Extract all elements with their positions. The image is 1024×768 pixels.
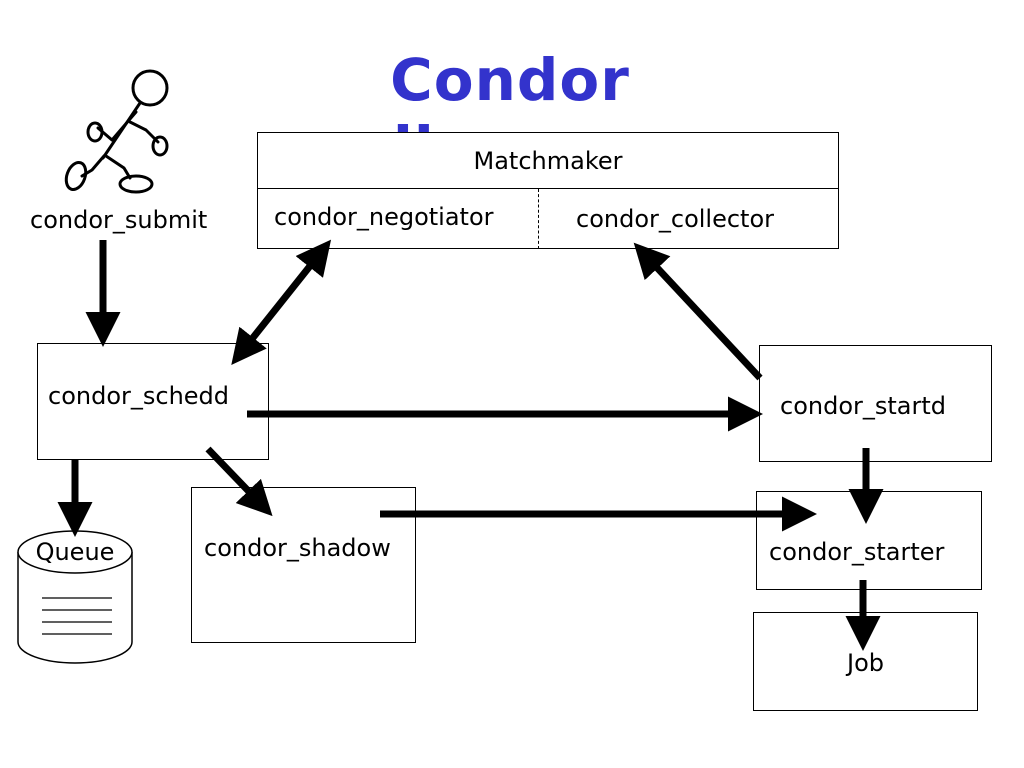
arrow-schedd-negotiator bbox=[231, 239, 332, 365]
condor-startd-box: condor_startd bbox=[759, 345, 992, 462]
matchmaker-divider bbox=[258, 188, 838, 189]
condor-shadow-label: condor_shadow bbox=[204, 534, 391, 562]
job-box: Job bbox=[753, 612, 978, 711]
matchmaker-label: Matchmaker bbox=[473, 147, 623, 175]
condor-collector-label: condor_collector bbox=[576, 205, 775, 233]
condor-starter-box: condor_starter bbox=[756, 491, 982, 590]
condor-schedd-box: condor_schedd bbox=[37, 343, 269, 460]
condor-shadow-box: condor_shadow bbox=[191, 487, 416, 643]
condor-schedd-label: condor_schedd bbox=[48, 382, 230, 410]
condor-submit-label: condor_submit bbox=[30, 206, 208, 234]
condor-starter-label: condor_starter bbox=[769, 538, 945, 566]
arrow-startd-to-collector bbox=[633, 242, 763, 381]
condor-startd-label: condor_startd bbox=[780, 392, 947, 420]
matchmaker-box: Matchmaker condor_negotiator condor_coll… bbox=[257, 132, 839, 249]
queue-label: Queue bbox=[35, 538, 115, 566]
matchmaker-split-divider bbox=[538, 189, 539, 249]
job-label: Job bbox=[847, 649, 884, 677]
condor-negotiator-label: condor_negotiator bbox=[274, 203, 494, 231]
